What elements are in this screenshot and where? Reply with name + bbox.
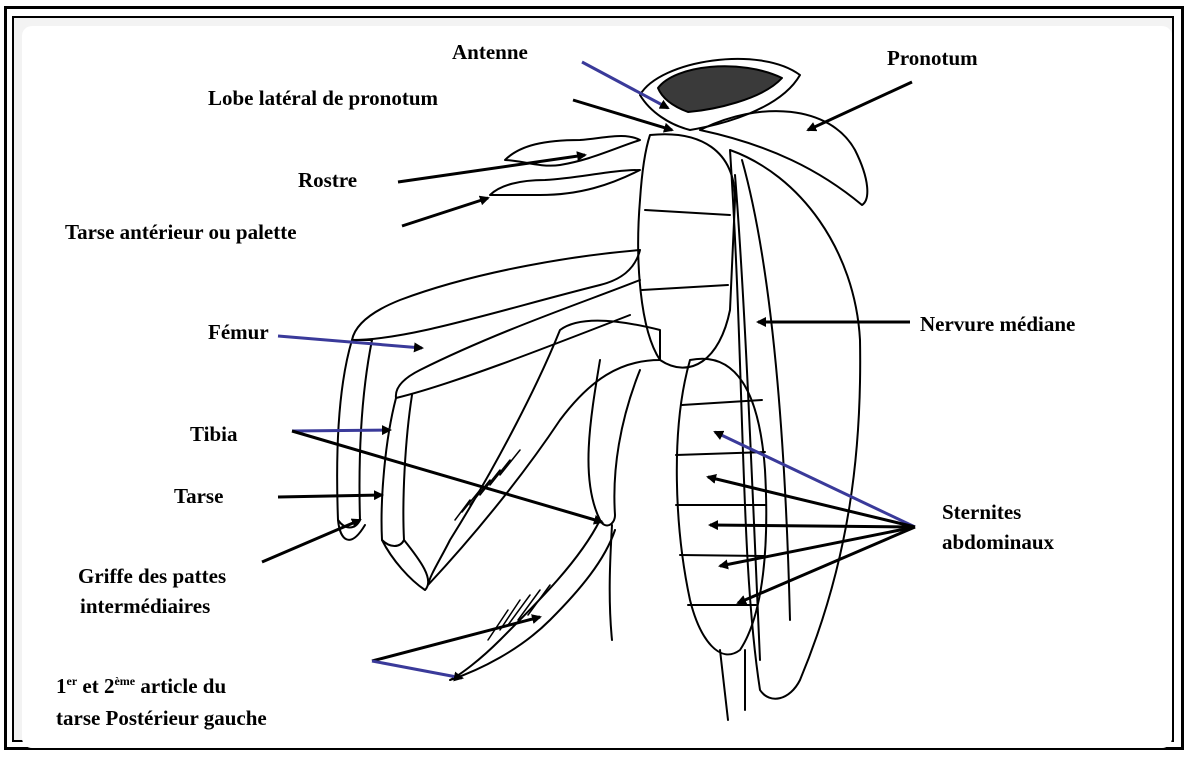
article-num1: 1 xyxy=(56,674,67,698)
femur-left xyxy=(352,250,640,340)
label-article-line2: tarse Postérieur gauche xyxy=(56,704,267,732)
pointer-sternite-2 xyxy=(708,477,915,527)
label-tarse-anterieur: Tarse antérieur ou palette xyxy=(65,218,297,246)
pointer-tarse-ant xyxy=(402,198,488,226)
eye-shape xyxy=(658,66,782,112)
thorax-outline xyxy=(638,134,735,367)
pointer-antenne xyxy=(582,62,668,108)
pointers xyxy=(262,62,915,678)
label-griffe-line1: Griffe des pattes xyxy=(78,562,226,590)
label-rostre: Rostre xyxy=(298,166,357,194)
label-sternites-line2: abdominaux xyxy=(942,528,1054,556)
middle-leg xyxy=(428,321,660,585)
label-sternites-line1: Sternites xyxy=(942,498,1021,526)
label-femur: Fémur xyxy=(208,318,269,346)
pronotum-outline xyxy=(700,111,867,205)
label-griffe-line2: intermédiaires xyxy=(80,592,210,620)
article-sup1: er xyxy=(67,674,78,688)
pointer-sternite-4 xyxy=(720,527,915,566)
label-pronotum: Pronotum xyxy=(887,44,978,72)
label-antenne: Antenne xyxy=(452,38,528,66)
pointer-article-1 xyxy=(372,617,540,661)
pointer-griffe xyxy=(262,520,360,562)
pointer-tarse xyxy=(278,495,382,497)
pointer-article-2 xyxy=(372,661,462,678)
pointer-sternite-3 xyxy=(710,525,915,527)
hair-fringe xyxy=(455,450,520,520)
pointer-rostre xyxy=(398,155,585,182)
insect-outline xyxy=(337,59,867,720)
label-article-line1: 1er et 2ème article du xyxy=(56,672,226,700)
label-nervure-mediane: Nervure médiane xyxy=(920,310,1075,338)
label-tarse: Tarse xyxy=(174,482,223,510)
tibia-left xyxy=(337,340,372,528)
pointer-pronotum xyxy=(808,82,912,130)
article-sup2: ème xyxy=(114,674,135,688)
label-lobe-lateral: Lobe latéral de pronotum xyxy=(208,84,438,112)
label-tibia: Tibia xyxy=(190,420,237,448)
front-leg xyxy=(505,136,640,166)
article-et: et 2 xyxy=(77,674,114,698)
pointer-tibia-1 xyxy=(292,430,390,431)
article-rest: article du xyxy=(135,674,226,698)
